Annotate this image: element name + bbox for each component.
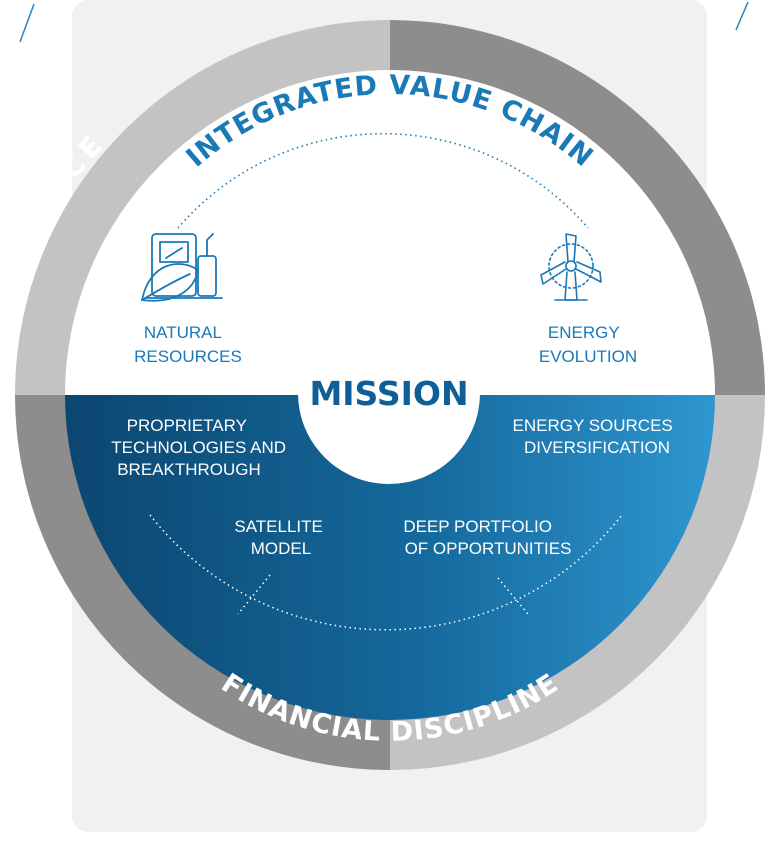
- proprietary-technologies-label: PROPRIETARY TECHNOLOGIES AND BREAKTHROUG…: [111, 416, 291, 479]
- decorative-slash-right: [735, 1, 749, 31]
- energy-sources-diversification-label: ENERGY SOURCES DIVERSIFICATION: [512, 416, 677, 457]
- fuel-pump-leaf-icon: [141, 233, 223, 302]
- energy-evolution-label: ENERGY EVOLUTION: [539, 323, 637, 366]
- decorative-slash-left: [19, 3, 35, 43]
- bottom-dotted-arc: [149, 514, 623, 631]
- deep-portfolio-label: DEEP PORTFOLIO OF OPPORTUNITIES: [403, 517, 571, 558]
- mission-label: MISSION: [309, 374, 468, 413]
- wind-turbine-icon: [540, 233, 602, 301]
- satellite-model-label: SATELLITE MODEL: [234, 517, 327, 558]
- natural-resources-label: NATURAL RESOURCES: [134, 323, 242, 366]
- mission-circle: [298, 302, 480, 484]
- satellite-connector: [237, 574, 271, 615]
